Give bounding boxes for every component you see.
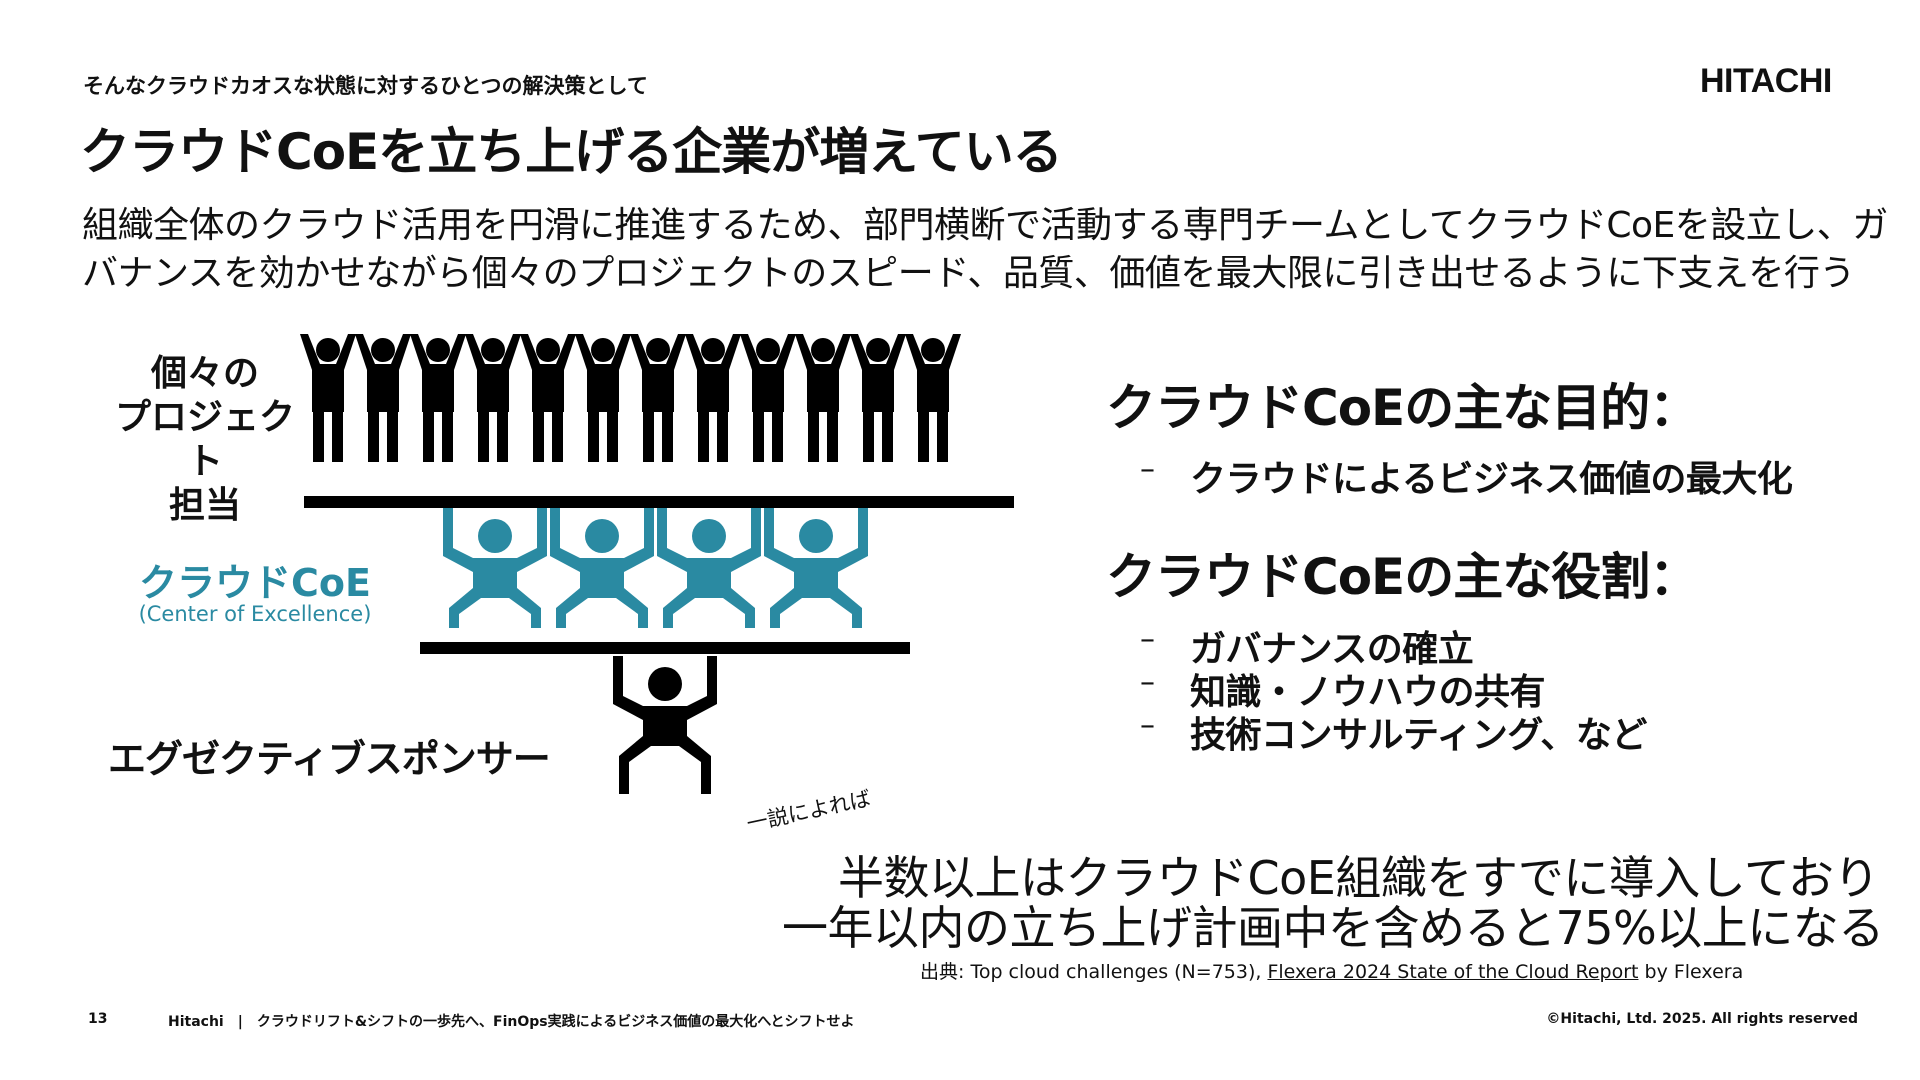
team-person [795, 334, 851, 462]
roles-heading: クラウドCoEの主な役割： [1106, 537, 1698, 609]
team-person [355, 334, 411, 462]
team-person [465, 334, 521, 462]
team-person [410, 334, 466, 462]
project-team-figures [300, 334, 961, 462]
team-person [905, 334, 961, 462]
project-team-label-line: プロジェクト [100, 396, 310, 484]
coe-sublabel: (Center of Excellence) [110, 602, 400, 626]
coe-label: クラウドCoE [120, 552, 390, 607]
coe-person [443, 508, 547, 628]
eyebrow-text: そんなクラウドカオスな状態に対するひとつの解決策として [83, 70, 648, 100]
purpose-heading: クラウドCoEの主な目的： [1106, 368, 1698, 440]
coe-person [764, 508, 868, 628]
purpose-item: クラウドによるビジネス価値の最大化 [1190, 450, 1792, 502]
team-person [575, 334, 631, 462]
coe-figures [443, 508, 868, 628]
project-team-label-line: 個々の [100, 352, 310, 396]
lower-platform [420, 642, 910, 654]
slide-title: クラウドCoEを立ち上げる企業が増えている [80, 112, 1062, 184]
team-person [850, 334, 906, 462]
statistic-line-2: 一年以内の立ち上げ計画中を含めると75%以上になる [782, 892, 1884, 958]
coe-person [550, 508, 654, 628]
executive-sponsor-label: エグゼクティブスポンサー [108, 728, 550, 783]
lead-text-line-1: 組織全体のクラウド活用を円滑に推進するため、部門横断で活動する専門チームとしてク… [82, 196, 1888, 248]
source-citation: 出典: Top cloud challenges (N=753), Flexer… [920, 957, 1743, 984]
team-person [630, 334, 686, 462]
source-report-link[interactable]: Flexera 2024 State of the Cloud Report [1267, 961, 1638, 983]
lead-text-line-2: バナンスを効かせながら個々のプロジェクトのスピード、品質、価値を最大限に引き出せ… [82, 244, 1855, 296]
bullet-dash: – [1140, 708, 1155, 743]
upper-platform [304, 496, 1014, 508]
source-prefix: 出典: Top cloud challenges (N=753), [920, 961, 1267, 983]
bullet-dash: – [1140, 452, 1155, 487]
team-person [520, 334, 576, 462]
team-person [685, 334, 741, 462]
project-team-label-line: 担当 [100, 484, 310, 528]
team-person [740, 334, 796, 462]
role-item: 技術コンサルティング、など [1190, 706, 1647, 758]
bullet-dash: – [1140, 665, 1155, 700]
footer-text: Hitachi | クラウドリフト&シフトの一歩先へ、FinOps実践によるビジ… [168, 1011, 855, 1031]
hitachi-logo: HITACHI [1700, 62, 1832, 101]
source-suffix: by Flexera [1638, 961, 1743, 983]
coe-person [657, 508, 761, 628]
copyright: ©Hitachi, Ltd. 2025. All rights reserved [1546, 1011, 1858, 1027]
bullet-dash: – [1140, 622, 1155, 657]
page-number: 13 [88, 1011, 107, 1027]
executive-person [613, 656, 717, 776]
project-team-label: 個々の プロジェクト 担当 [100, 352, 310, 528]
executive-figure [613, 656, 717, 794]
